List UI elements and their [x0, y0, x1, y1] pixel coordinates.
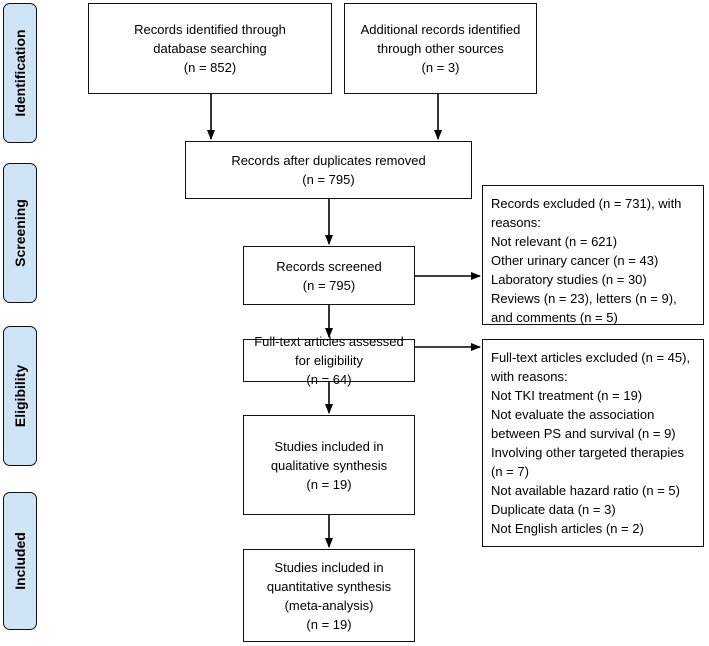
phase-included: Included — [3, 492, 37, 630]
records-excluded-box: Records excluded (n = 731), with reasons… — [482, 185, 704, 325]
records-excluded-text: Records excluded (n = 731), with reasons… — [491, 196, 682, 325]
records-identified-text: Records identified through database sear… — [134, 22, 286, 75]
full-text-assessed-box: Full-text articles assessed for eligibil… — [243, 334, 415, 387]
additional-records-text: Additional records identified through ot… — [360, 22, 521, 75]
full-text-excluded-text: Full-text articles excluded (n = 45), wi… — [491, 350, 691, 536]
quantitative-synthesis-box: Studies included in quantitative synthes… — [243, 549, 415, 642]
phase-screening: Screening — [3, 163, 37, 303]
qualitative-synthesis-text: Studies included in qualitative synthesi… — [270, 438, 388, 492]
records-screened-text: Records screened (n = 795) — [276, 258, 382, 293]
after-duplicates-text: Records after duplicates removed (n = 79… — [231, 153, 426, 187]
phase-eligibility: Eligibility — [3, 326, 37, 466]
quantitative-synthesis-text: Studies included in quantitative synthes… — [266, 559, 392, 632]
additional-records-box: Additional records identified through ot… — [344, 3, 537, 94]
records-screened-box: Records screened (n = 795) — [243, 246, 415, 305]
records-identified-box: Records identified through database sear… — [88, 3, 332, 94]
phase-identification: Identification — [3, 3, 37, 143]
full-text-excluded-box: Full-text articles excluded (n = 45), wi… — [482, 339, 704, 547]
full-text-assessed-text: Full-text articles assessed for eligibil… — [254, 334, 404, 387]
qualitative-synthesis-box: Studies included in qualitative synthesi… — [243, 415, 415, 515]
after-duplicates-box: Records after duplicates removed (n = 79… — [185, 141, 472, 199]
